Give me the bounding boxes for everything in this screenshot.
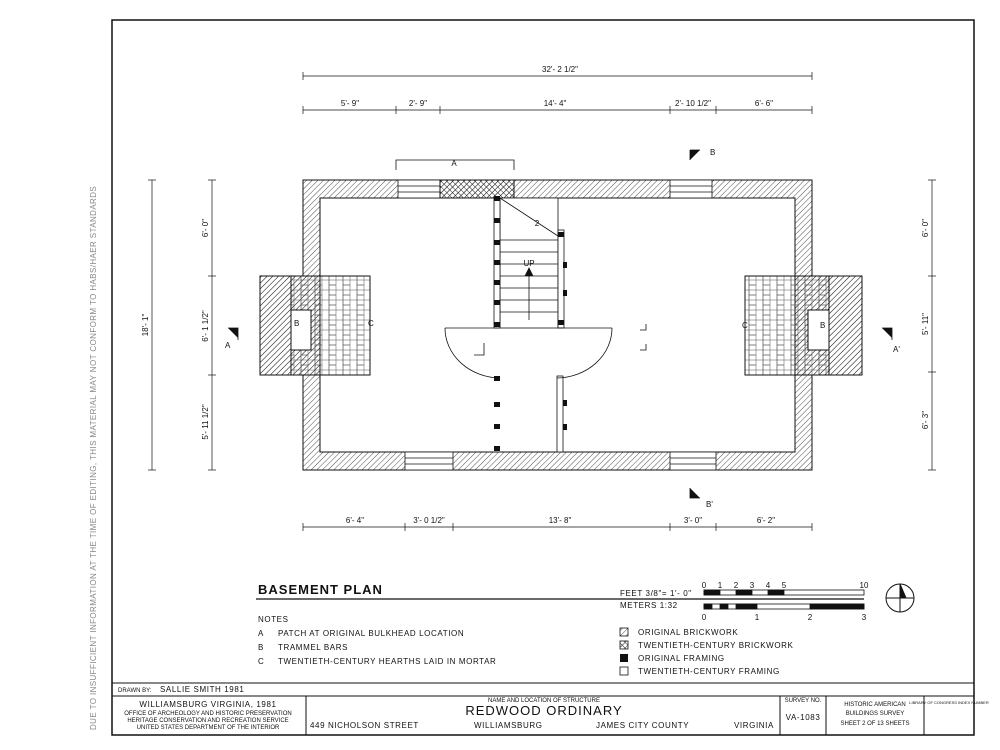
label-b-prime: B' xyxy=(706,500,713,509)
legend-original-brickwork: ORIGINAL BRICKWORK xyxy=(638,628,738,637)
top-dim-1: 5'- 9" xyxy=(341,99,359,108)
scale-meters-label: METERS 1:32 xyxy=(620,601,678,610)
right-dim-3: 6'- 3" xyxy=(921,411,930,429)
structure-caption: NAME AND LOCATION OF STRUCTURE xyxy=(488,698,600,704)
legend-20c-brickwork: TWENTIETH-CENTURY BRICKWORK xyxy=(638,641,794,650)
loc-stamp: LIBRARY OF CONGRESS INDEX NUMBER xyxy=(909,700,989,705)
office-line-1: WILLIAMSBURG VIRGINIA, 1981 xyxy=(139,700,276,709)
legend-solid-swatch xyxy=(620,654,628,662)
right-firebox xyxy=(807,309,830,351)
note-c-key: C xyxy=(258,657,264,666)
left-dimensions xyxy=(148,179,216,471)
structure-city: WILLIAMSBURG xyxy=(474,721,543,730)
bottom-dim-5: 6'- 2" xyxy=(757,516,775,525)
label-c-left: C xyxy=(368,319,374,328)
meter-tick-2: 2 xyxy=(808,613,813,622)
left-dim-1: 6'- 0" xyxy=(201,219,210,237)
label-a-top: A xyxy=(451,159,457,168)
top-dim-3: 14'- 4" xyxy=(544,99,567,108)
partition-post xyxy=(556,375,564,453)
meter-tick-0: 0 xyxy=(702,613,707,622)
section-b-arrow xyxy=(690,150,700,160)
feet-tick-3: 3 xyxy=(750,581,755,590)
stair-number: 2 xyxy=(535,219,540,228)
feet-tick-1: 1 xyxy=(718,581,723,590)
plan-title: BASEMENT PLAN xyxy=(258,582,383,597)
note-a-key: A xyxy=(258,629,264,638)
stair-up-label: UP xyxy=(523,259,534,268)
office-line-3: HERITAGE CONSERVATION AND RECREATION SER… xyxy=(127,718,288,724)
structure-address: 449 NICHOLSON STREET xyxy=(310,721,419,730)
notes-heading: NOTES xyxy=(258,615,289,624)
structure-county: JAMES CITY COUNTY xyxy=(596,721,689,730)
section-a-arrow xyxy=(228,328,238,338)
structure-name: REDWOOD ORDINARY xyxy=(465,703,622,718)
feet-tick-0: 0 xyxy=(702,581,707,590)
bottom-dimensions xyxy=(302,523,813,531)
disclaimer-text: DUE TO INSUFFICIENT INFORMATION AT THE T… xyxy=(89,186,98,730)
survey-no-label: SURVEY NO. xyxy=(785,698,822,704)
door-swings xyxy=(444,324,647,379)
note-b-text: TRAMMEL BARS xyxy=(278,643,348,652)
feet-tick-2: 2 xyxy=(734,581,739,590)
right-dim-1: 6'- 0" xyxy=(921,219,930,237)
section-b-prime-arrow xyxy=(690,488,700,498)
top-dim-4: 2'- 10 1/2" xyxy=(675,99,711,108)
note-c-text: TWENTIETH-CENTURY HEARTHS LAID IN MORTAR xyxy=(278,657,496,666)
bulkhead-patch xyxy=(439,179,515,199)
label-c-right: C xyxy=(742,321,748,330)
meter-tick-1: 1 xyxy=(755,613,760,622)
office-line-4: UNITED STATES DEPARTMENT OF THE INTERIOR xyxy=(137,725,280,731)
left-dim-2: 6'- 1 1/2" xyxy=(201,310,210,342)
bottom-dim-2: 3'- 0 1/2" xyxy=(413,516,445,525)
bottom-dim-4: 3'- 0" xyxy=(684,516,702,525)
right-dim-2: 5'- 11" xyxy=(921,313,930,335)
feet-tick-10: 10 xyxy=(860,581,869,590)
legend-original-framing: ORIGINAL FRAMING xyxy=(638,654,725,663)
legend-hatch-swatch xyxy=(619,627,629,637)
meter-tick-3: 3 xyxy=(862,613,867,622)
survey-no-value: VA-1083 xyxy=(786,713,821,722)
left-firebox xyxy=(290,309,312,351)
label-a-prime: A' xyxy=(893,345,900,354)
label-b-top: B xyxy=(710,148,715,157)
wall-openings xyxy=(397,179,717,471)
drawn-by-value: SALLIE SMITH 1981 xyxy=(160,685,244,694)
partition-pegs xyxy=(563,262,567,430)
note-a-text: PATCH AT ORIGINAL BULKHEAD LOCATION xyxy=(278,629,464,638)
left-dim-3: 5'- 11 1/2" xyxy=(201,404,210,440)
framing-posts xyxy=(494,196,564,451)
bottom-dim-3: 13'- 8" xyxy=(549,516,572,525)
structure-state: VIRGINIA xyxy=(734,721,774,730)
left-overall-dim: 18'- 1" xyxy=(141,314,150,337)
scale-feet-label: FEET 3/8"= 1'- 0" xyxy=(620,589,692,598)
bottom-dim-1: 6'- 4" xyxy=(346,516,364,525)
habs-line-1: HISTORIC AMERICAN xyxy=(844,702,906,708)
top-dimensions xyxy=(302,72,813,114)
sheet-border xyxy=(111,19,975,736)
label-b-left: B xyxy=(294,319,299,328)
label-a-left: A xyxy=(225,341,231,350)
feet-scale-bar xyxy=(703,589,865,596)
top-dim-2: 2'- 9" xyxy=(409,99,427,108)
north-arrow-icon xyxy=(885,583,915,613)
right-dimensions xyxy=(928,179,936,471)
title-block-frame xyxy=(112,682,974,735)
label-b-right: B xyxy=(820,321,825,330)
feet-tick-4: 4 xyxy=(766,581,771,590)
habs-line-2: BUILDINGS SURVEY xyxy=(846,711,905,717)
feet-tick-5: 5 xyxy=(782,581,787,590)
top-overall-dim: 32'- 2 1/2" xyxy=(542,65,578,74)
section-a-prime-arrow xyxy=(882,328,892,338)
meters-scale-bar xyxy=(703,603,865,610)
office-line-2: OFFICE OF ARCHEOLOGY AND HISTORIC PRESER… xyxy=(124,711,291,717)
legend-crosshatch-swatch xyxy=(619,640,629,650)
drawn-by-label: DRAWN BY: xyxy=(118,688,152,694)
sheet-number: SHEET 2 OF 13 SHEETS xyxy=(841,721,910,727)
note-b-key: B xyxy=(258,643,264,652)
legend-empty-swatch xyxy=(619,666,629,676)
top-dim-5: 6'- 6" xyxy=(755,99,773,108)
legend-20c-framing: TWENTIETH-CENTURY FRAMING xyxy=(638,667,780,676)
